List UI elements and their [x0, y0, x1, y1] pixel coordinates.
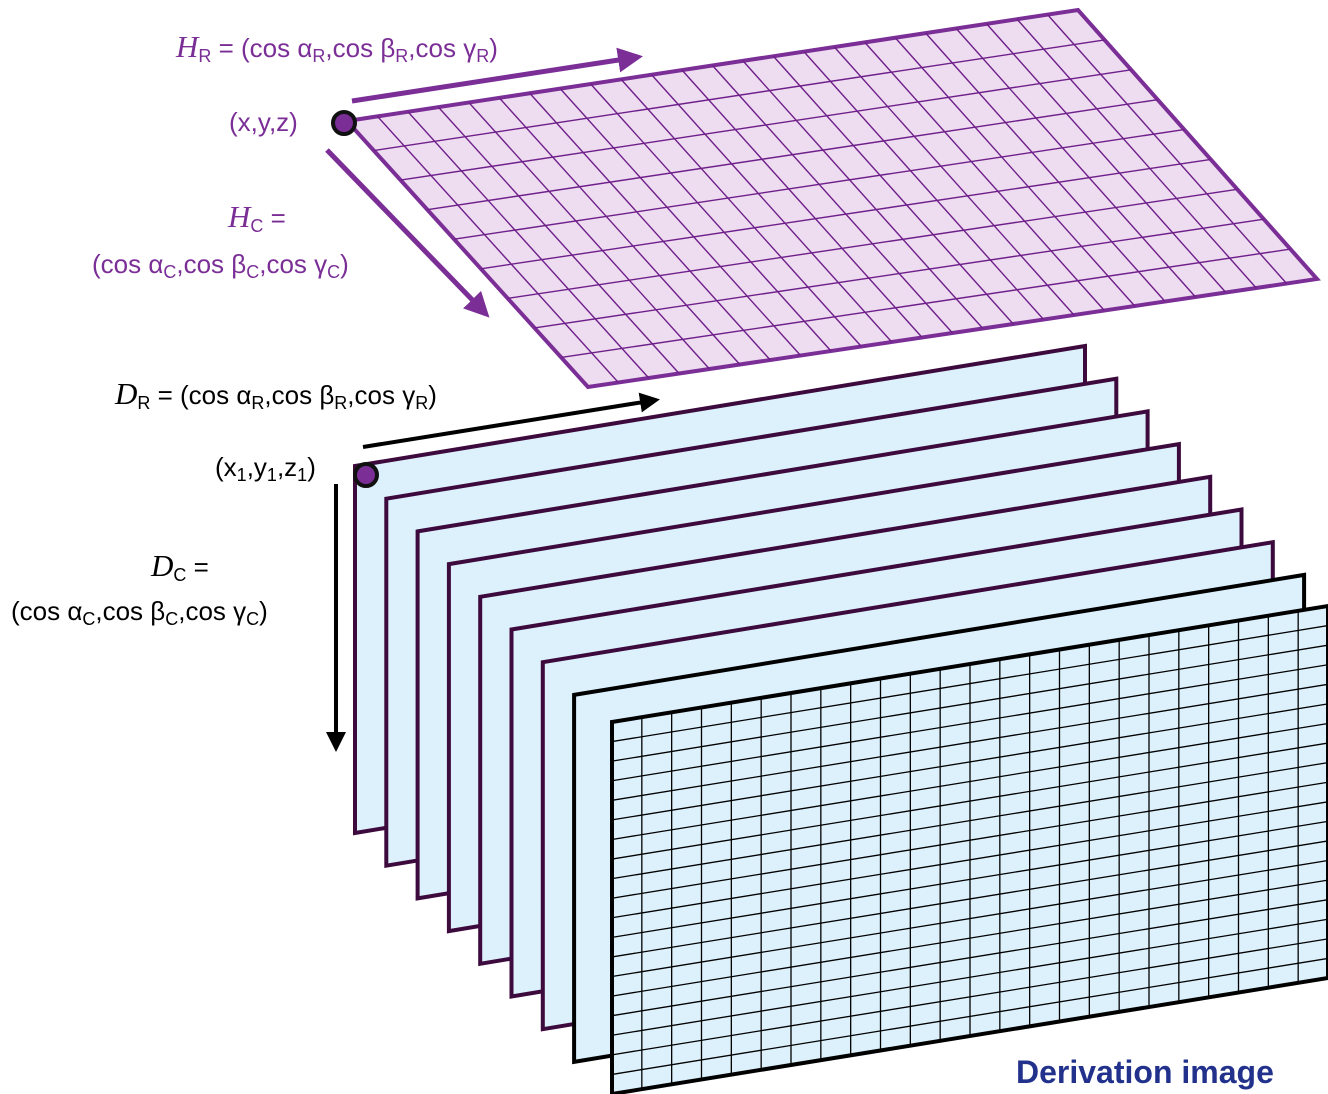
- grid-line: [611, 840, 1328, 958]
- grid-line: [1016, 18, 1257, 289]
- grid-line: [400, 69, 1132, 181]
- header-col-direction-label-line1: HC =: [227, 199, 286, 236]
- header-col-direction-label-line2: (cos αC,cos βC,cos γC): [92, 249, 349, 282]
- grid-line: [498, 97, 741, 365]
- grid-line: [611, 761, 1328, 880]
- grid-line: [427, 98, 1158, 211]
- grid-line: [468, 102, 711, 370]
- grid-line: [611, 703, 1328, 821]
- grid-line: [620, 78, 862, 347]
- derivation-image: [610, 603, 1328, 1094]
- grid-line: [611, 664, 1328, 782]
- grid-line: [742, 60, 984, 329]
- grid-line: [611, 879, 1328, 997]
- grid-line: [559, 88, 802, 356]
- header-col-arrow: [325, 148, 490, 318]
- grid-line: [373, 39, 1105, 152]
- grid-line: [561, 248, 1291, 359]
- grid-line: [986, 23, 1227, 293]
- header-row-arrow: [351, 47, 643, 104]
- grid-line: [803, 51, 1045, 320]
- grid-line: [711, 65, 954, 334]
- grid-line: [529, 92, 771, 361]
- grid-line: [611, 938, 1328, 1056]
- detector-origin-label: (x1,y1,z1): [215, 452, 316, 485]
- grid-line: [407, 111, 650, 379]
- grid-line: [611, 683, 1328, 801]
- header-plane: [343, 7, 1321, 390]
- origin-dot-icon: [353, 462, 379, 488]
- grid-line: [534, 218, 1264, 329]
- grid-line: [611, 624, 1328, 743]
- grid-line: [611, 801, 1328, 919]
- grid-line: [507, 188, 1238, 300]
- grid-line: [772, 55, 1014, 325]
- grid-line: [611, 820, 1328, 939]
- grid-line: [1047, 14, 1288, 284]
- grid-line: [611, 644, 1328, 762]
- grid-line: [651, 74, 893, 343]
- grid-line: [894, 37, 1136, 307]
- grid-line: [611, 742, 1328, 860]
- grid-line: [454, 128, 1185, 240]
- grid-line: [611, 957, 1328, 1076]
- derivation-image-caption: Derivation image: [1016, 1054, 1274, 1090]
- origin-dot-icon: [331, 110, 357, 136]
- header-plane-grid: [373, 14, 1291, 383]
- grid-line: [925, 32, 1166, 302]
- grid-line: [437, 106, 680, 374]
- grid-line: [611, 722, 1328, 841]
- grid-line: [611, 899, 1328, 1017]
- grid-line: [611, 918, 1328, 1036]
- grid-line: [681, 69, 923, 338]
- detector-row-arrow: [362, 392, 660, 449]
- grid-line: [833, 46, 1075, 316]
- header-origin-label: (x,y,z): [229, 107, 298, 137]
- detector-col-direction-label-line1: DC =: [150, 548, 209, 585]
- grid-line: [864, 41, 1105, 311]
- detector-row-direction-label: DR = (cos αR,cos βR,cos γR): [114, 376, 437, 413]
- grid-line: [590, 83, 832, 352]
- grid-line: [611, 859, 1328, 978]
- detector-col-direction-label-line2: (cos αC,cos βC,cos γC): [11, 596, 268, 629]
- derivation-image-grid: [611, 610, 1328, 1090]
- grid-line: [376, 115, 619, 383]
- header-row-direction-label: HR = (cos αR,cos βR,cos γR): [175, 29, 498, 66]
- grid-line: [480, 158, 1211, 270]
- grid-line: [611, 781, 1328, 899]
- grid-line: [955, 28, 1197, 298]
